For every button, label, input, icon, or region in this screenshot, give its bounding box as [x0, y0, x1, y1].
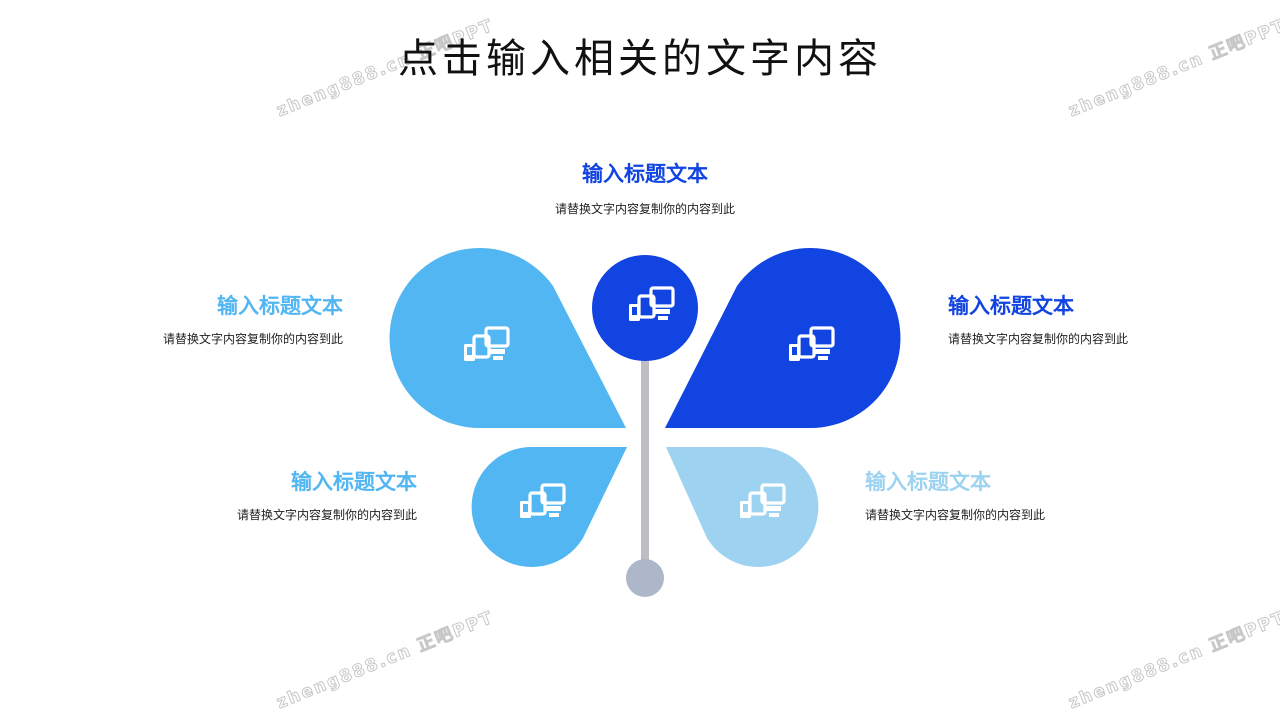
item-upper-left: 输入标题文本 请替换文字内容复制你的内容到此 — [140, 290, 343, 349]
item-desc: 请替换文字内容复制你的内容到此 — [865, 508, 1046, 522]
item-heading: 输入标题文本 — [948, 294, 1074, 318]
item-heading: 输入标题文本 — [217, 294, 343, 318]
stem-knob — [626, 559, 664, 597]
item-lower-left: 输入标题文本 请替换文字内容复制你的内容到此 — [210, 466, 417, 525]
item-upper-right: 输入标题文本 请替换文字内容复制你的内容到此 — [948, 290, 1168, 349]
item-desc: 请替换文字内容复制你的内容到此 — [554, 202, 735, 216]
item-heading: 输入标题文本 — [865, 470, 991, 494]
item-heading: 输入标题文本 — [291, 470, 417, 494]
item-desc: 请替换文字内容复制你的内容到此 — [948, 332, 1129, 346]
page-title: 点击输入相关的文字内容 — [398, 36, 882, 82]
petal-upper-right — [665, 248, 901, 429]
item-top: 输入标题文本 请替换文字内容复制你的内容到此 — [545, 158, 745, 219]
item-desc: 请替换文字内容复制你的内容到此 — [236, 508, 417, 522]
item-heading: 输入标题文本 — [582, 162, 708, 186]
item-desc: 请替换文字内容复制你的内容到此 — [162, 332, 343, 346]
item-lower-right: 输入标题文本 请替换文字内容复制你的内容到此 — [865, 466, 1085, 525]
center-circle — [592, 255, 698, 361]
